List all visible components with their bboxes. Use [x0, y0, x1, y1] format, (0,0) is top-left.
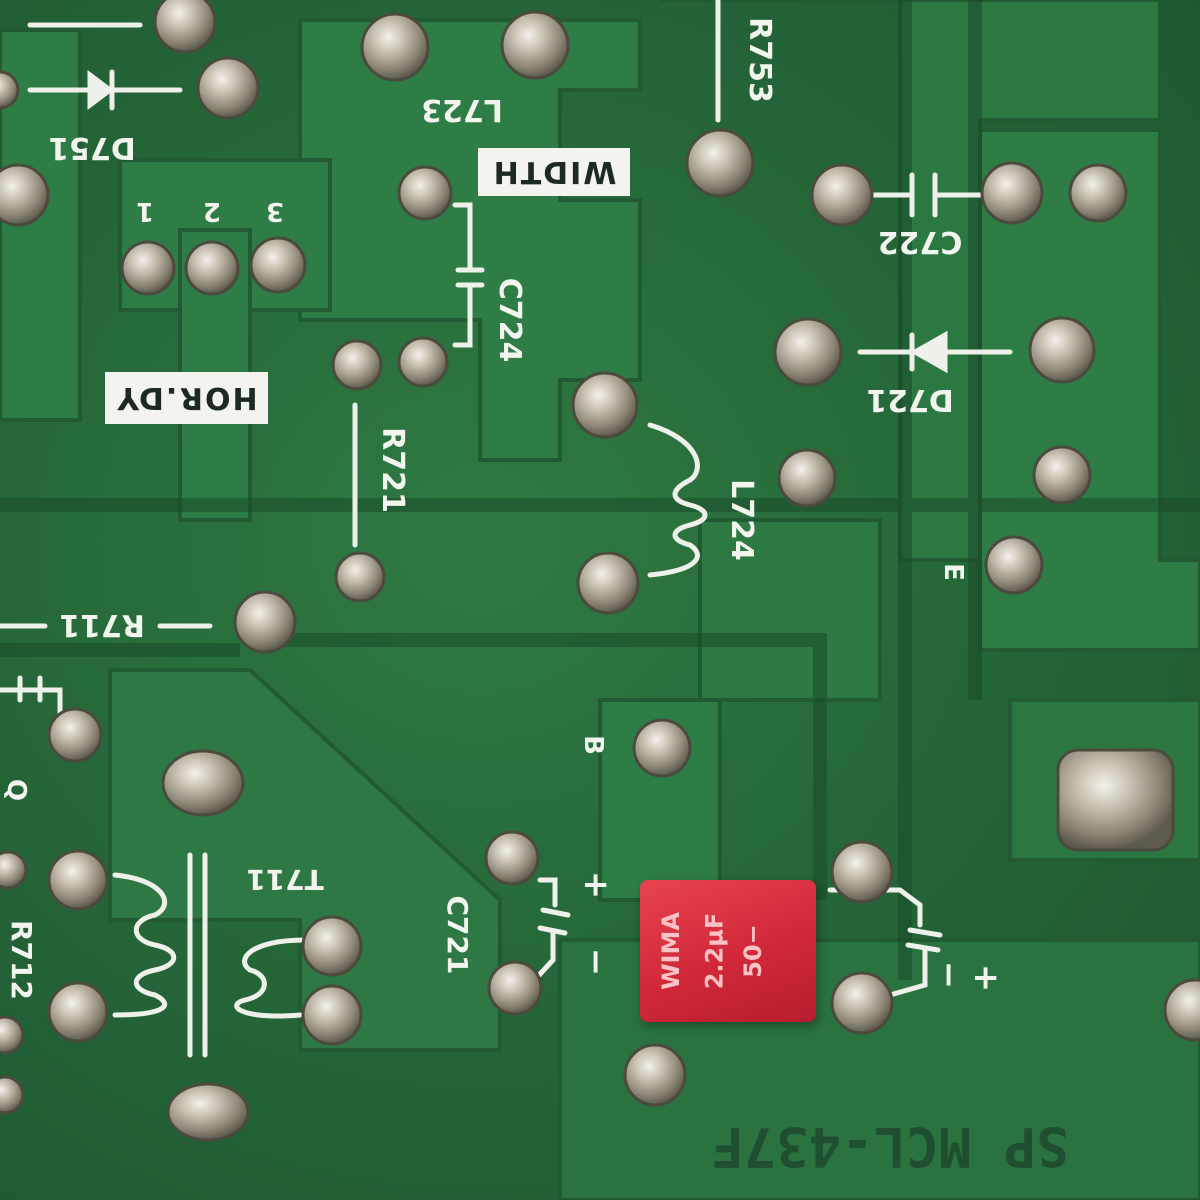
board-part-number: SP MCL-437F: [711, 1115, 1069, 1178]
capacitor-brand: WIMA: [656, 912, 685, 990]
pin-1: 1: [136, 196, 154, 226]
solder-joints: [0, 0, 1200, 1142]
hor-dy-label-text: HOR.DY: [115, 380, 258, 416]
label-c722: C722: [878, 224, 963, 259]
label-d721: D721: [866, 382, 954, 417]
label-d751: D751: [48, 130, 136, 165]
hor-dy-label: HOR.DY: [105, 372, 268, 424]
label-r753: R753: [742, 17, 777, 103]
label-l724: L724: [724, 479, 759, 561]
label-r712: R712: [5, 920, 38, 1000]
capacitor-voltage: 50−: [738, 924, 767, 978]
width-label-text: WIDTH: [491, 154, 617, 190]
pad-e: E: [938, 563, 968, 581]
capacitor-value: 2.2µF: [700, 912, 729, 990]
polarity-minus-right: −: [929, 961, 969, 990]
board-gaps: [0, 0, 1200, 980]
silkscreen-lines: [0, 0, 1013, 1058]
silkscreen-text: D751 L723 R753 C722 C724 D721 R721 L724 …: [1, 17, 1069, 1178]
label-r711: R711: [59, 607, 145, 642]
label-t711: T711: [246, 863, 324, 896]
label-l723: L723: [421, 92, 503, 127]
polarity-plus-left: +: [576, 871, 616, 900]
polarity-plus-right: +: [966, 964, 1006, 993]
pin-3: 3: [266, 196, 284, 226]
wima-capacitor: WIMA 2.2µF 50−: [640, 880, 816, 1022]
pad-b: B: [578, 735, 608, 755]
label-c724: C724: [492, 278, 527, 363]
label-c721: C721: [441, 896, 474, 975]
label-r721: R721: [375, 427, 410, 513]
width-label: WIDTH: [478, 148, 630, 196]
polarity-minus-left: −: [576, 948, 616, 977]
pin-2: 2: [203, 196, 221, 226]
pad-q: Q: [1, 779, 31, 801]
